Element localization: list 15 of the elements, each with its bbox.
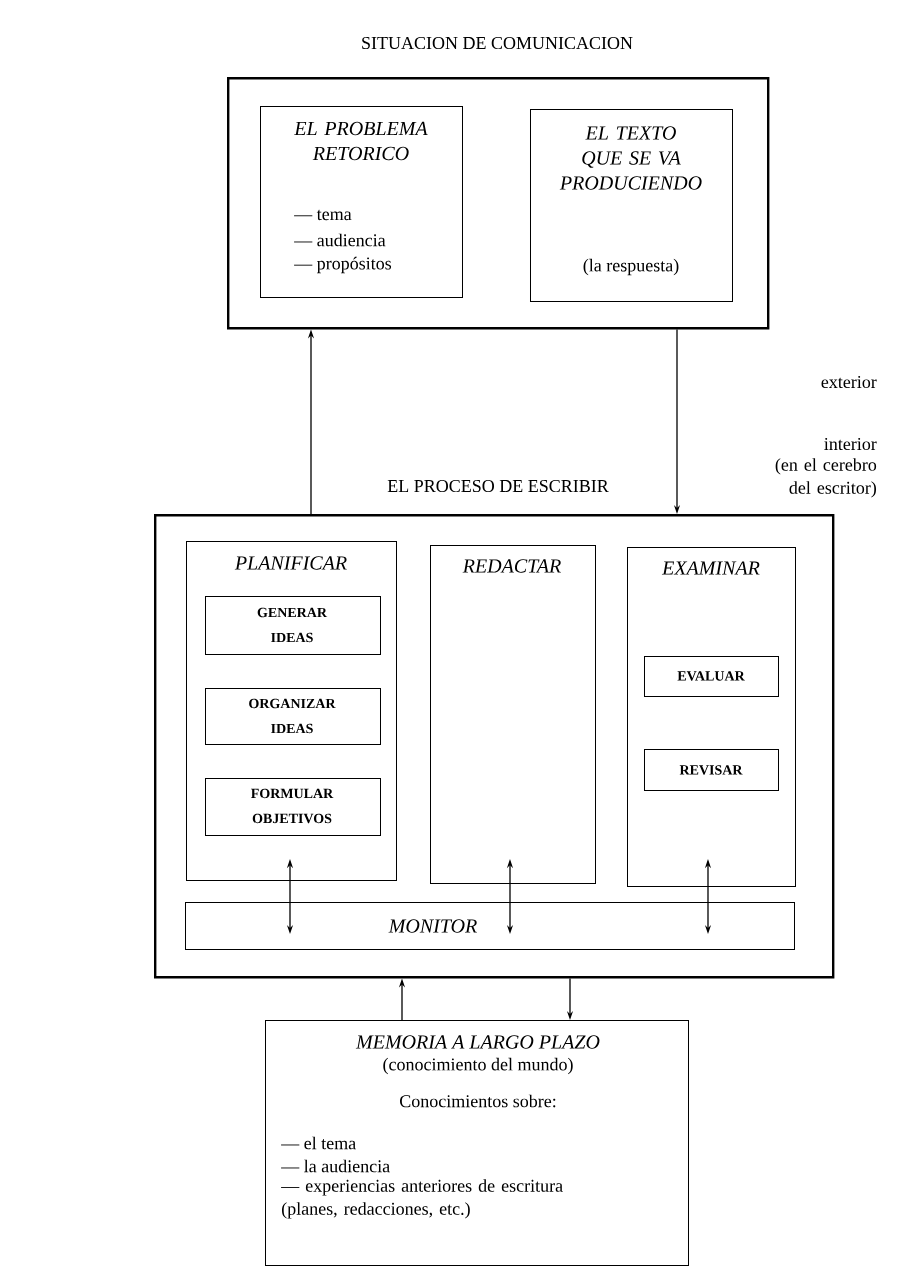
side-note: exterior bbox=[821, 375, 877, 389]
process-box: FORMULAR OBJETIVOS bbox=[205, 778, 381, 836]
node-label: EL PROCESO DE ESCRIBIR bbox=[387, 479, 609, 493]
side-note: interior bbox=[824, 437, 877, 451]
side-note: (en el cerebro del escritor) bbox=[775, 458, 877, 498]
process-box: REDACTAR bbox=[430, 545, 596, 884]
process-box: GENERAR IDEAS bbox=[205, 596, 381, 655]
memory-box: MEMORIA A LARGO PLAZO (conocimiento del mundo) Conocimientos sobre: — el tema — la audiencia — experiencias anteriores de escritura (planes, redacciones, etc.) bbox=[265, 1020, 689, 1266]
process-box: EVALUAR bbox=[644, 656, 779, 697]
node-label: SITUACION DE COMUNICACION bbox=[362, 36, 633, 50]
process-box: EL PROBLEMA RETORICO — tema — audiencia — propósitos bbox=[260, 106, 463, 298]
process-box: EL TEXTO QUE SE VA PRODUCIENDO (la respuesta) bbox=[530, 109, 733, 302]
monitor-bar: MONITOR bbox=[185, 902, 795, 950]
process-box: ORGANIZAR IDEAS bbox=[205, 688, 381, 745]
process-box: REVISAR bbox=[644, 749, 779, 791]
